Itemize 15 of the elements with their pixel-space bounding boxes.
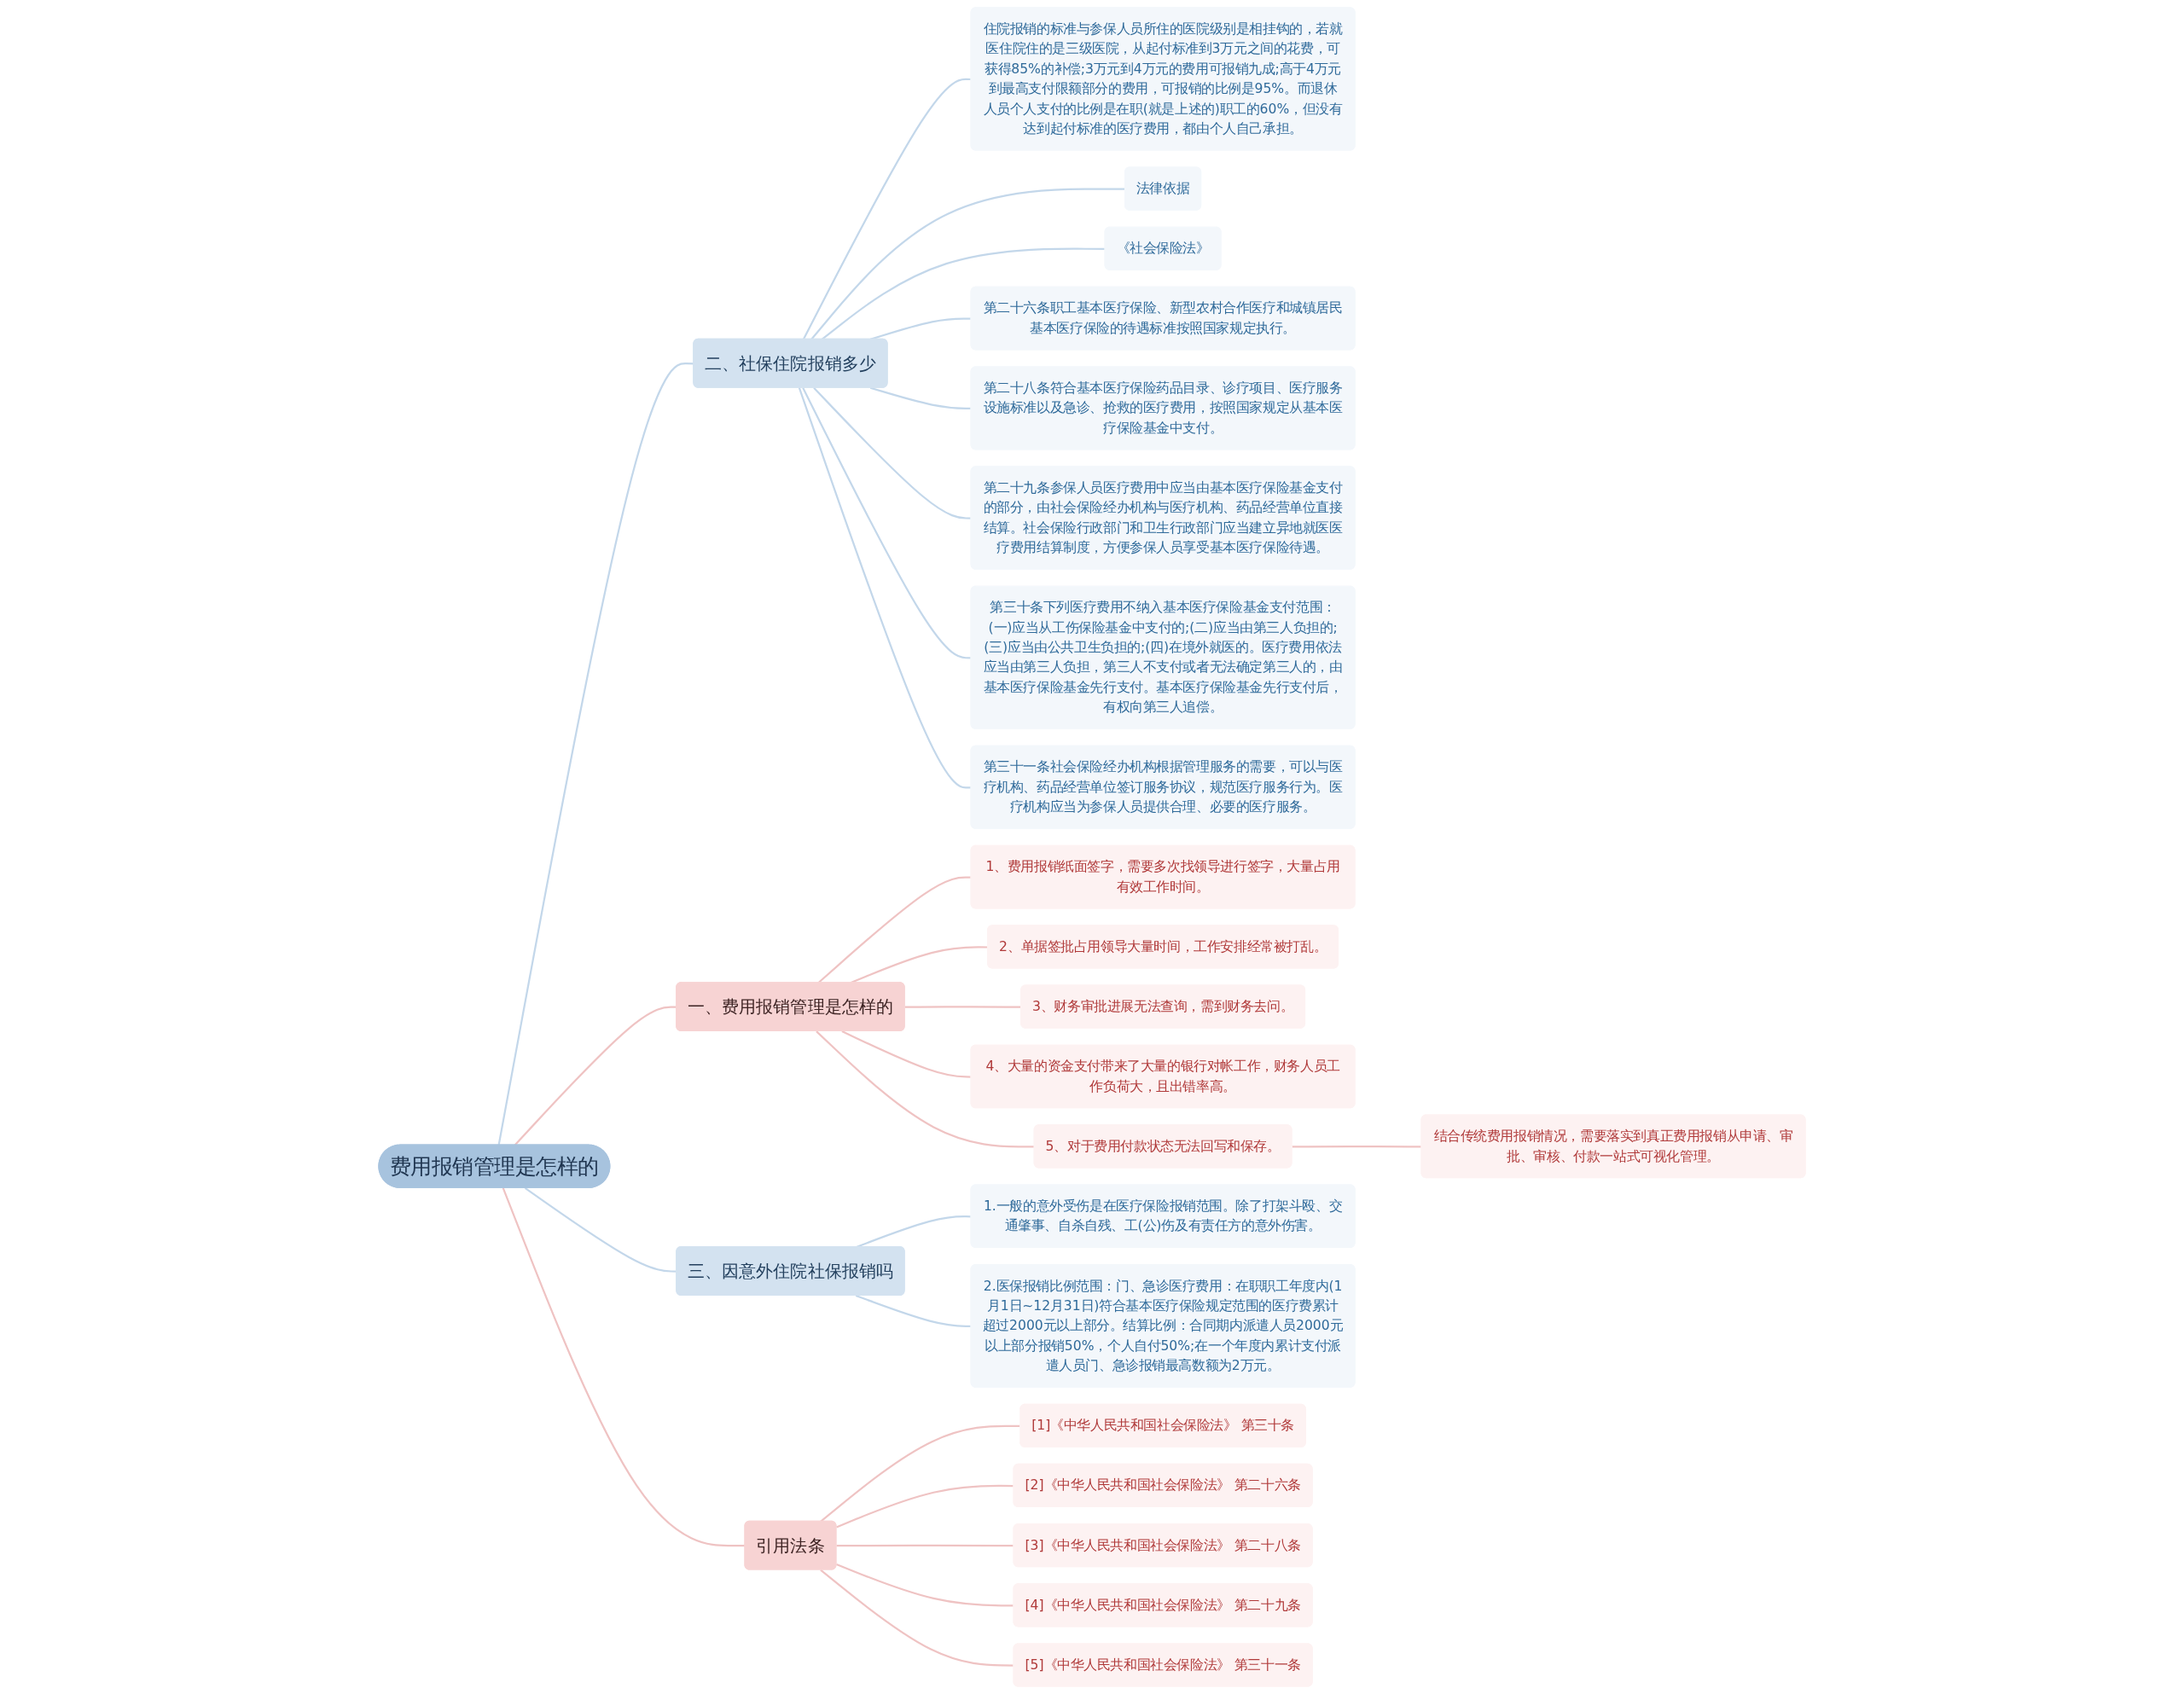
connector (836, 1544, 1014, 1547)
connector (816, 1030, 1035, 1148)
connector (813, 386, 972, 519)
connector (855, 1294, 972, 1328)
connector (798, 387, 972, 789)
connector (802, 78, 972, 340)
connector (841, 1030, 972, 1078)
connector (820, 1569, 1014, 1667)
connector (802, 387, 972, 659)
connector (1292, 1145, 1422, 1148)
connector (869, 386, 972, 410)
connector (502, 1187, 746, 1547)
connector (836, 1484, 1014, 1529)
connector (821, 247, 1106, 340)
connector (836, 1563, 1014, 1607)
